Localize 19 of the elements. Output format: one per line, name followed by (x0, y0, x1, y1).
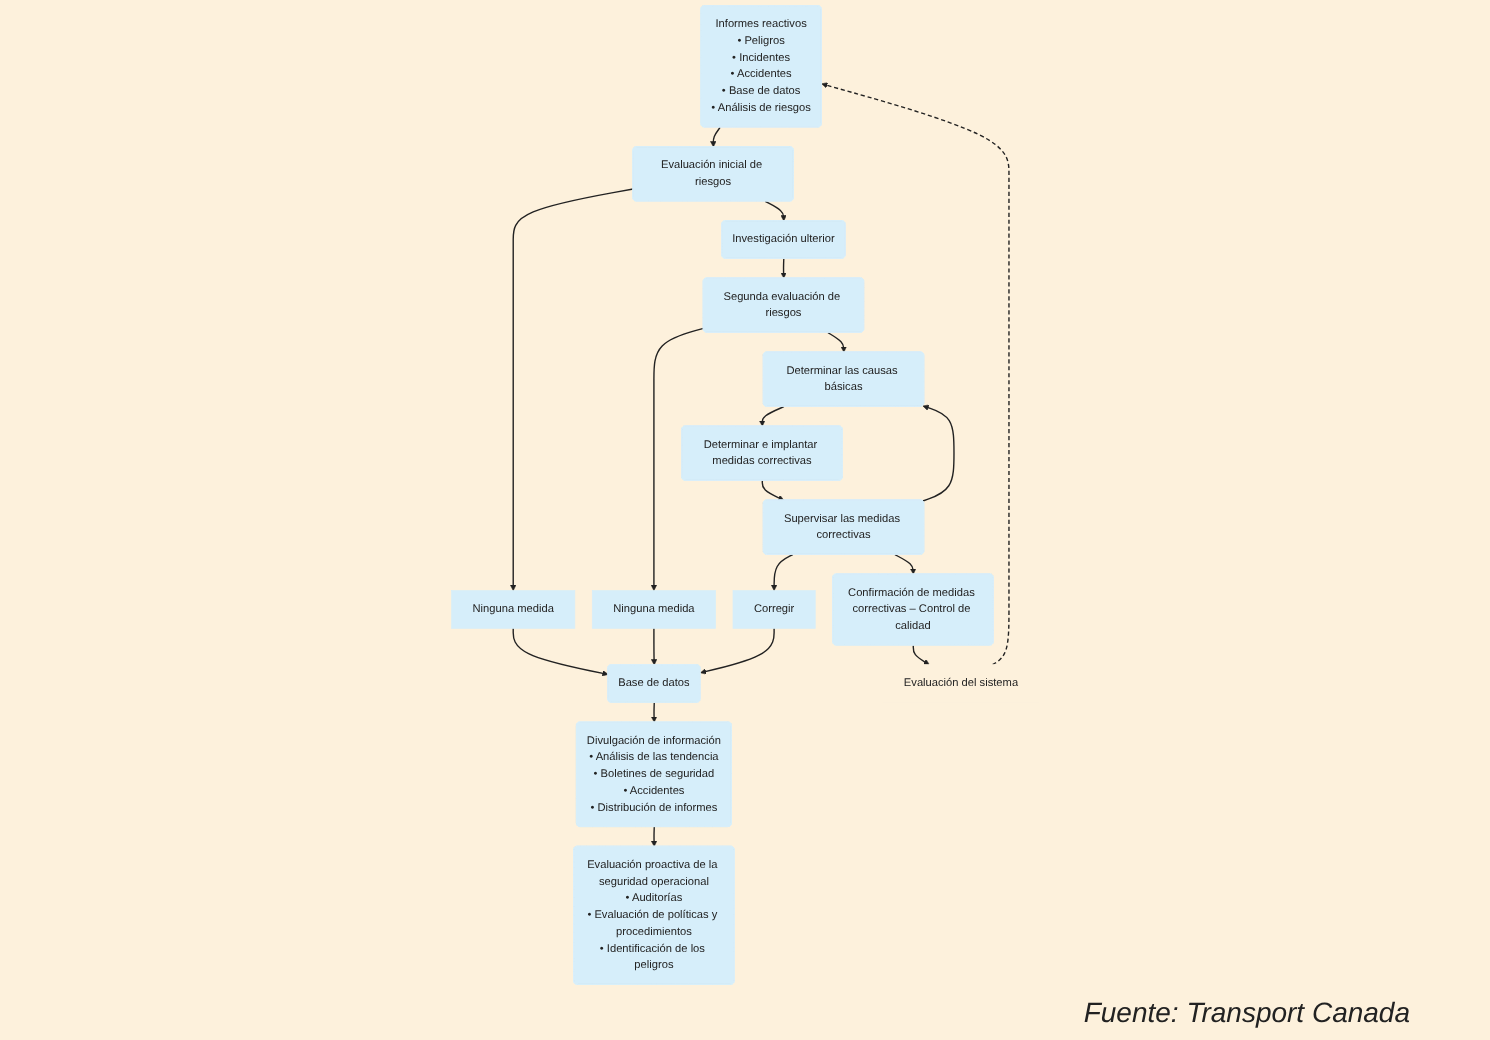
arrow (709, 126, 721, 148)
arrow (509, 188, 634, 591)
arrow (921, 404, 955, 502)
arrow (650, 327, 704, 591)
arrow (821, 82, 1010, 666)
arrow (761, 479, 784, 501)
arrow (780, 257, 787, 279)
arrow (650, 826, 657, 847)
arrow (770, 553, 794, 591)
arrow (650, 701, 657, 723)
arrow (650, 627, 657, 666)
arrow (764, 200, 787, 222)
arrow (893, 553, 916, 575)
arrow (699, 627, 775, 675)
source-caption: Fuente: Transport Canada (1083, 996, 1410, 1028)
arrow (758, 405, 785, 427)
arrow (512, 627, 609, 677)
arrow (912, 644, 930, 665)
arrow (827, 331, 847, 353)
